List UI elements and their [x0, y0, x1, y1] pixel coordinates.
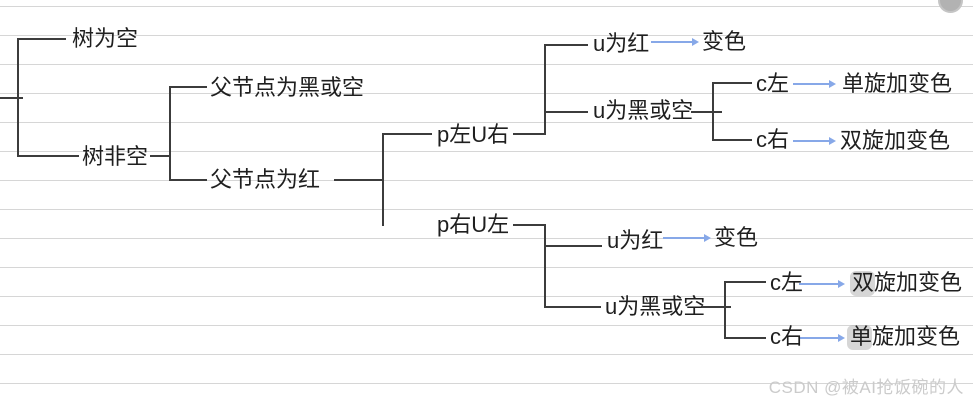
tree-edge — [513, 133, 546, 135]
tree-edge — [17, 38, 19, 157]
tree-edge — [544, 44, 546, 135]
tree-edge — [17, 155, 79, 157]
arrow-shaft — [651, 41, 694, 43]
arrow-head-icon — [704, 233, 711, 242]
node-c-left-bottom[interactable]: c左 — [770, 270, 804, 295]
tree-edge — [712, 82, 714, 141]
tree-edge — [724, 281, 726, 339]
node-p-left-u-right[interactable]: p左U右 — [437, 122, 510, 147]
tree-edge — [701, 306, 731, 308]
node-action-double-rotate-top[interactable]: 双旋加变色 — [840, 128, 951, 153]
blue-arrow-connector — [663, 233, 711, 242]
tree-edge — [169, 86, 207, 88]
node-u-black-or-null-bottom[interactable]: u为黑或空 — [605, 294, 706, 319]
tree-edge — [691, 111, 722, 113]
arrow-shaft — [663, 237, 706, 239]
node-p-right-u-left[interactable]: p右U左 — [437, 212, 510, 237]
node-action-single-rotate-top[interactable]: 单旋加变色 — [842, 71, 953, 96]
node-parent-red[interactable]: 父节点为红 — [210, 167, 321, 192]
tree-edge — [513, 224, 546, 226]
csdn-watermark: CSDN @被AI抢饭碗的人 — [768, 378, 964, 397]
node-tree-empty[interactable]: 树为空 — [72, 26, 139, 51]
node-parent-black-or-null[interactable]: 父节点为黑或空 — [210, 75, 365, 100]
tree-edge — [169, 86, 171, 181]
node-u-red-bottom[interactable]: u为红 — [607, 228, 664, 253]
tree-edge — [724, 337, 766, 339]
node-u-red-top[interactable]: u为红 — [593, 31, 650, 56]
blue-arrow-connector — [799, 279, 845, 288]
tree-edge — [724, 281, 766, 283]
tree-edge — [712, 82, 752, 84]
arrow-head-icon — [838, 279, 845, 288]
tree-edge — [544, 224, 546, 308]
tree-edge — [334, 179, 384, 181]
tree-edge — [544, 245, 602, 247]
node-action-double-rotate-bottom[interactable]: 双旋加变色 — [852, 270, 963, 295]
tree-edge — [544, 306, 601, 308]
blue-arrow-connector — [799, 333, 845, 342]
arrow-head-icon — [829, 79, 836, 88]
floating-circle-button[interactable] — [938, 0, 963, 13]
node-c-right-top[interactable]: c右 — [756, 127, 790, 152]
arrow-head-icon — [838, 333, 845, 342]
tree-edge — [712, 139, 752, 141]
node-action-recolor-top[interactable]: 变色 — [702, 29, 747, 54]
arrow-shaft — [799, 283, 840, 285]
arrow-shaft — [799, 337, 840, 339]
arrow-head-icon — [829, 136, 836, 145]
node-c-right-bottom[interactable]: c右 — [770, 324, 804, 349]
arrow-shaft — [793, 83, 831, 85]
arrow-head-icon — [692, 37, 699, 46]
node-action-single-rotate-bottom[interactable]: 单旋加变色 — [850, 324, 961, 349]
node-u-black-or-null-top[interactable]: u为黑或空 — [593, 98, 694, 123]
tree-edge — [169, 179, 207, 181]
blue-arrow-connector — [793, 79, 836, 88]
tree-edge — [382, 133, 384, 226]
node-c-left-top[interactable]: c左 — [756, 71, 790, 96]
tree-edge — [17, 38, 66, 40]
tree-edge — [0, 97, 23, 99]
tree-edge — [544, 111, 588, 113]
blue-arrow-connector — [651, 37, 699, 46]
node-tree-nonempty[interactable]: 树非空 — [82, 144, 149, 169]
tree-edge — [382, 133, 432, 135]
tree-edge — [150, 155, 171, 157]
blue-arrow-connector — [793, 136, 836, 145]
tree-edge — [544, 44, 588, 46]
node-action-recolor-bottom[interactable]: 变色 — [714, 225, 759, 250]
arrow-shaft — [793, 140, 831, 142]
